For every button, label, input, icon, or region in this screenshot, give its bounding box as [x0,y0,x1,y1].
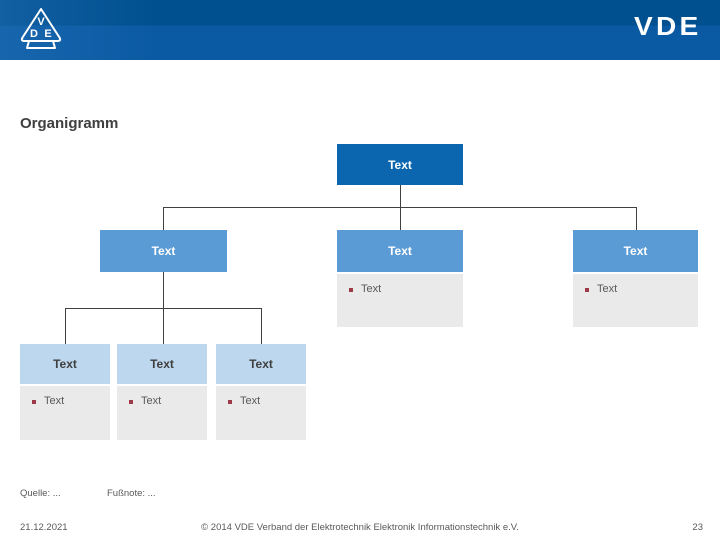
source-label: Quelle: ... [20,488,61,499]
vde-triangle-logo-icon: V D E [20,8,62,49]
connector-line [65,308,66,344]
bullet-item: Text [226,395,306,407]
svg-text:E: E [44,28,51,40]
orgchart-level3-box-1: Text [20,344,110,384]
bullet-marker-icon [129,400,133,404]
copyright-label: © 2014 VDE Verband der Elektrotechnik El… [201,522,519,533]
connector-line [163,207,164,230]
orgchart-level2-box-2: Text [337,230,463,272]
bullet-item: Text [127,395,207,407]
orgchart-level2-box-1: Text [100,230,227,272]
orgchart-level2-box-3: Text [573,230,698,272]
bullet-item: Text [583,283,698,295]
footnote-label: Fußnote: ... [107,488,156,499]
connector-line [636,207,637,230]
connector-line [400,185,401,207]
connector-line [65,308,262,309]
bullet-label: Text [597,283,618,295]
vde-wordmark: VDE [633,11,701,41]
orgchart-level3-label-3: Text [249,357,273,371]
connector-line [400,207,401,230]
header-bar: V D E VDE [0,0,720,60]
bullet-panel-level2-3: Text [573,274,698,327]
orgchart-root-box: Text [337,144,463,185]
page-title: Organigramm [20,115,119,132]
bullet-marker-icon [228,400,232,404]
bullet-marker-icon [349,288,353,292]
orgchart-level3-box-3: Text [216,344,306,384]
orgchart-level3-box-2: Text [117,344,207,384]
date-label: 21.12.2021 [20,522,68,533]
bullet-panel-level2-2: Text [337,274,463,327]
orgchart-level2-label-3: Text [623,244,648,258]
bullet-item: Text [347,283,463,295]
bullet-panel-level3-2: Text [117,386,207,440]
bullet-panel-level3-1: Text [20,386,110,440]
connector-line [163,207,636,208]
bullet-label: Text [240,395,261,407]
bullet-marker-icon [585,288,589,292]
svg-text:V: V [37,16,45,28]
orgchart-root-label: Text [388,157,412,172]
bullet-item: Text [30,395,110,407]
orgchart-level3-label-2: Text [150,357,174,371]
connector-line [261,308,262,344]
bullet-label: Text [361,283,382,295]
svg-text:D: D [30,28,38,40]
bullet-label: Text [44,395,65,407]
orgchart-level2-label-2: Text [388,244,412,258]
orgchart-level2-label-1: Text [151,244,176,258]
page-number: 23 [692,522,703,533]
bullet-label: Text [141,395,162,407]
bullet-panel-level3-3: Text [216,386,306,440]
bullet-marker-icon [32,400,36,404]
orgchart-level3-label-1: Text [53,357,77,371]
